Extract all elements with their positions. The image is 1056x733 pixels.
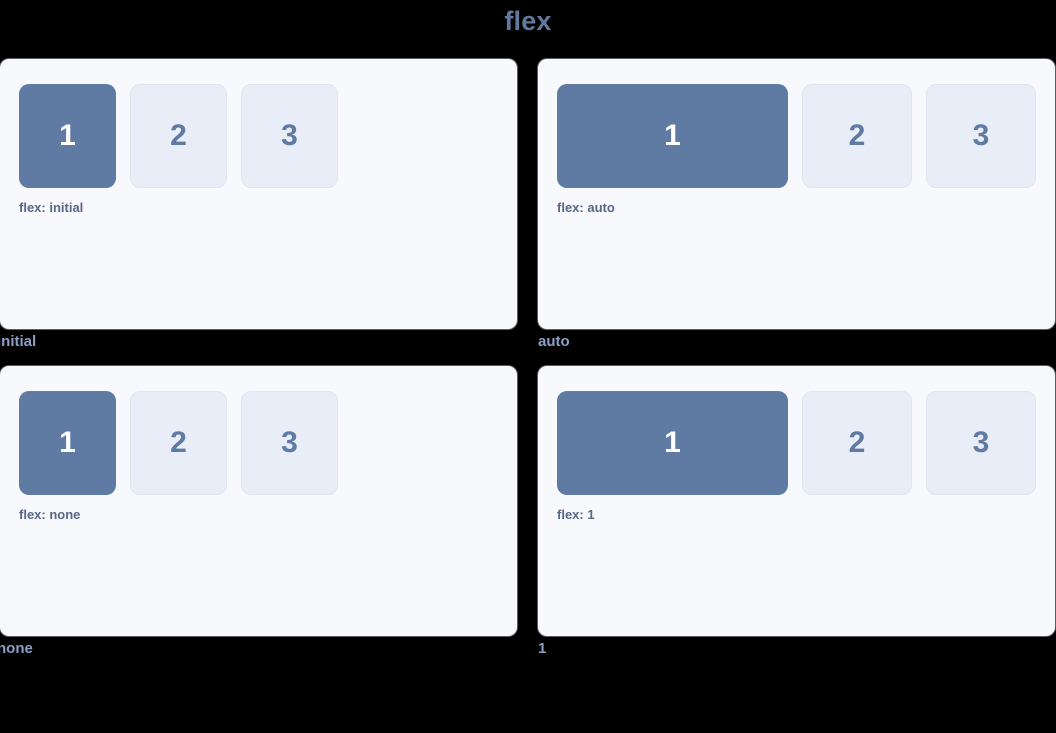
flex-container-none: 1 2 3 <box>0 391 517 495</box>
flex-item-2: 2 <box>802 391 912 495</box>
demo-caption-one: flex: 1 <box>557 507 595 522</box>
flex-item-2: 2 <box>130 84 227 188</box>
flex-item-3: 3 <box>926 84 1036 188</box>
flex-item-1: 1 <box>557 84 788 188</box>
flex-item-3: 3 <box>241 84 338 188</box>
flex-item-1: 1 <box>19 84 116 188</box>
demo-caption-auto: flex: auto <box>557 200 615 215</box>
flex-item-3: 3 <box>926 391 1036 495</box>
flex-container-initial: 1 2 3 <box>0 84 517 188</box>
demo-cell-initial: 1 2 3 flex: initial initial <box>0 59 517 351</box>
demo-card-auto: 1 2 3 flex: auto <box>538 59 1055 329</box>
flex-container-one: 1 2 3 <box>538 391 1055 495</box>
demo-label-auto: auto <box>538 333 570 350</box>
page-title: flex <box>504 6 552 36</box>
demo-label-initial: initial <box>0 333 37 350</box>
demo-cell-auto: 1 2 3 flex: auto auto <box>538 59 1055 351</box>
demo-card-none: 1 2 3 flex: none <box>0 366 517 636</box>
flex-container-auto: 1 2 3 <box>538 84 1055 188</box>
demo-cell-one: 1 2 3 flex: 1 1 <box>538 366 1055 658</box>
demo-label-one: 1 <box>538 640 547 657</box>
flex-item-2: 2 <box>130 391 227 495</box>
demo-card-initial: 1 2 3 flex: initial <box>0 59 517 329</box>
flex-item-3: 3 <box>241 391 338 495</box>
flex-item-1: 1 <box>19 391 116 495</box>
demo-label-none: none <box>0 640 33 657</box>
demo-caption-initial: flex: initial <box>19 200 84 215</box>
flex-item-1: 1 <box>557 391 788 495</box>
demo-caption-none: flex: none <box>19 507 81 522</box>
demo-card-one: 1 2 3 flex: 1 <box>538 366 1055 636</box>
flex-demo-grid: 1 2 3 flex: initial initial 1 2 3 flex: … <box>0 59 1056 658</box>
flex-item-2: 2 <box>802 84 912 188</box>
demo-cell-none: 1 2 3 flex: none none <box>0 366 517 658</box>
